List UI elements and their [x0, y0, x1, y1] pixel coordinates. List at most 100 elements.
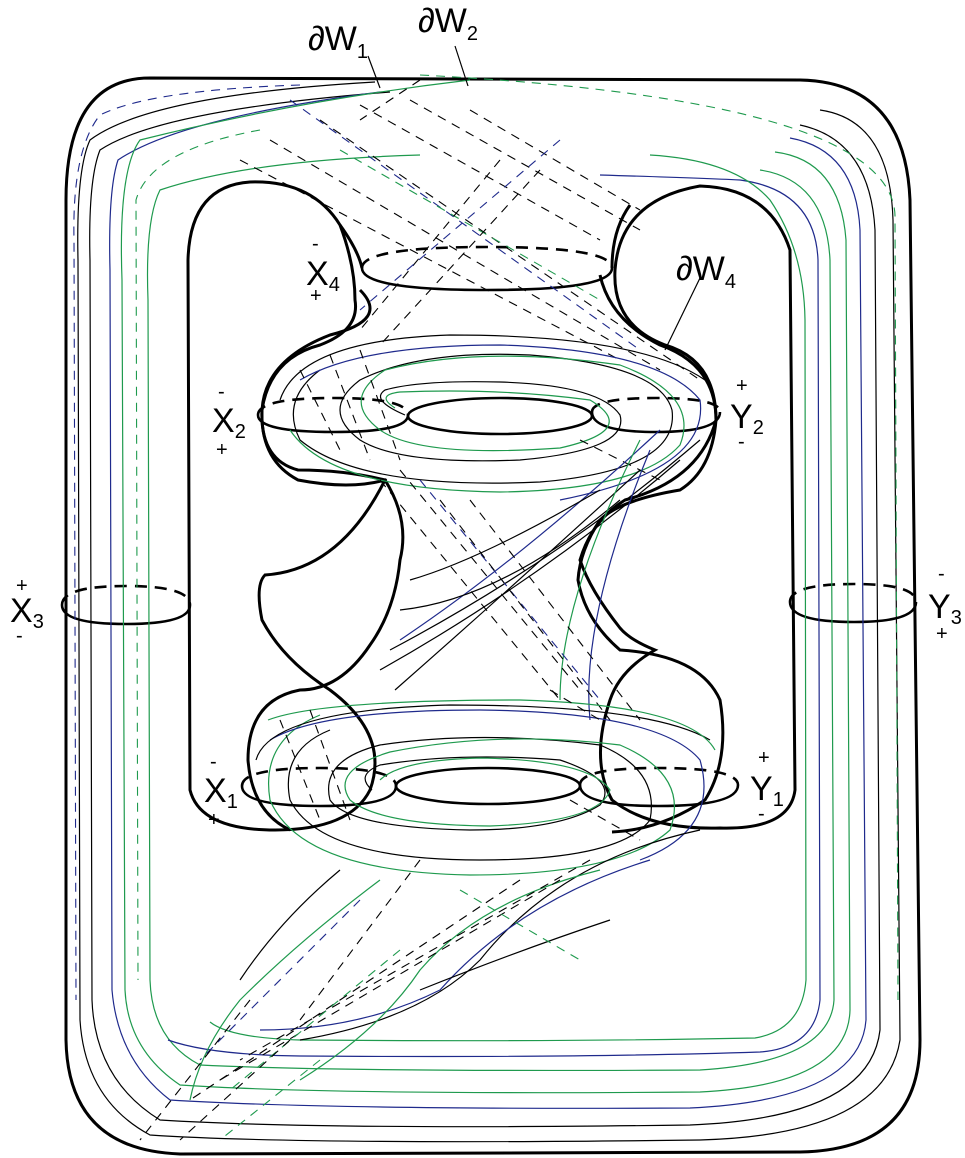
label-x4-top-sign: -: [312, 233, 319, 255]
label-x3-top-sign: +: [16, 575, 28, 597]
dash-lower-3: [549, 689, 601, 721]
low-dash-5: [299, 859, 421, 1021]
curve-y2-front: [590, 411, 722, 434]
label-x3-bottom-sign: -: [16, 625, 23, 647]
low-dash-4: [459, 889, 581, 961]
label-x1-top-sign: -: [210, 751, 217, 773]
dash-lower-4: [569, 799, 641, 841]
mid-dash-2: [399, 469, 581, 691]
right-hole: [578, 184, 797, 830]
curve-x4-front: [360, 267, 614, 292]
low-dash-2: [219, 879, 561, 1081]
boundary-strands: [73, 45, 901, 1143]
mid-strand-2: [379, 459, 681, 671]
dash-top-diag-1: [239, 159, 621, 361]
dash-upper-2: [329, 354, 371, 461]
label-y2: Y2: [730, 398, 764, 439]
curve-x1-back: [240, 766, 398, 787]
curve-x3-back: [60, 584, 192, 606]
mid-strand-1: [389, 439, 701, 651]
curve-x1-front: [240, 785, 398, 808]
label-x2: X2: [212, 402, 246, 443]
dash-green-left: [135, 129, 261, 981]
label-y3-top-sign: -: [938, 563, 945, 585]
dash-top-diag-5: [359, 104, 601, 241]
label-dw4: ∂W4: [676, 250, 736, 293]
label-y3: Y3: [928, 588, 962, 629]
dash-lower-2: [309, 709, 351, 821]
mid-strand-4: [394, 469, 641, 691]
lower-hole: [394, 766, 582, 806]
mid-dash-5: [469, 499, 641, 721]
swirl-lower-5: [267, 699, 716, 751]
leader-dw4: [664, 277, 701, 351]
top-neck-right: [610, 204, 632, 269]
low-dash-3: [189, 879, 521, 1101]
dash-upper-3: [359, 349, 401, 461]
low-dash-10: [219, 1059, 321, 1141]
dash-top-diag-8: [339, 149, 601, 301]
low-strand-5: [189, 879, 381, 1101]
label-y1: Y1: [750, 770, 784, 811]
curve-y3-back: [788, 582, 918, 603]
curve-y1-front: [578, 784, 740, 808]
mid-strand-3: [399, 429, 661, 641]
label-x1: X1: [204, 772, 238, 813]
label-x4-bottom-sign: +: [310, 285, 322, 307]
swirl-upper-3: [299, 344, 702, 501]
swirl-lower-2: [268, 714, 675, 876]
dash-top-diag-9: [359, 159, 501, 331]
central-body: [246, 274, 725, 834]
swirl-lower-3: [269, 709, 705, 861]
curve-x4-back: [360, 245, 614, 269]
low-strand-1: [299, 829, 701, 1041]
upper-hole: [406, 396, 594, 436]
label-x4: X4: [306, 255, 340, 296]
swirl-lower-1: [287, 729, 652, 861]
dash-black-diag-1: [359, 79, 421, 121]
swirl-lower-4: [255, 704, 711, 761]
leader-dw1: [367, 55, 381, 89]
strand-black-1: [77, 81, 901, 1143]
label-x2-bottom-sign: +: [216, 439, 228, 461]
dash-top-diag-7: [469, 109, 641, 211]
low-strand-6: [239, 869, 341, 981]
label-x2-top-sign: -: [218, 381, 225, 403]
low-strand-4: [419, 919, 611, 991]
top-neck-left: [338, 224, 364, 269]
low-dash-1: [239, 859, 591, 1061]
mid-strand-5: [399, 499, 621, 611]
dash-green-outer: [419, 74, 899, 1001]
low-dash-8: [139, 999, 251, 1141]
low-dash-6: [229, 949, 401, 1091]
strand-blue-2: [167, 174, 821, 1058]
left-hole: [186, 180, 388, 832]
curve-x2-back: [256, 396, 410, 416]
labels: ∂W1 ∂W2 ∂W4 - X4 + - X2 + + Y2 - + X3 - …: [10, 2, 962, 831]
swirl-upper-2: [289, 355, 685, 493]
strand-black-2: [89, 91, 881, 1128]
curve-x3-front: [60, 604, 192, 626]
cut-curves: [60, 245, 918, 808]
label-dw1: ∂W1: [308, 20, 368, 63]
label-y3-bottom-sign: +: [936, 623, 948, 645]
dash-blue-outer: [73, 84, 301, 1001]
strand-green-1: [120, 79, 851, 1094]
strand-blue-1: [109, 91, 867, 1109]
dash-lower-1: [279, 719, 321, 821]
swirl-upper-4: [279, 334, 706, 401]
label-y2-top-sign: +: [736, 375, 748, 397]
leader-dw2: [454, 45, 469, 87]
surface-outline: [64, 76, 922, 1156]
low-strand-3: [299, 869, 601, 1081]
label-x1-bottom-sign: +: [208, 809, 220, 831]
outer-boundary: [64, 76, 922, 1156]
dash-top-diag-6: [409, 99, 641, 231]
dash-top-diag-11: [359, 139, 561, 311]
low-dash-9: [179, 1039, 291, 1141]
label-y1-top-sign: +: [758, 747, 770, 769]
dash-top-diag-10: [379, 169, 541, 346]
label-y2-bottom-sign: -: [738, 431, 745, 453]
